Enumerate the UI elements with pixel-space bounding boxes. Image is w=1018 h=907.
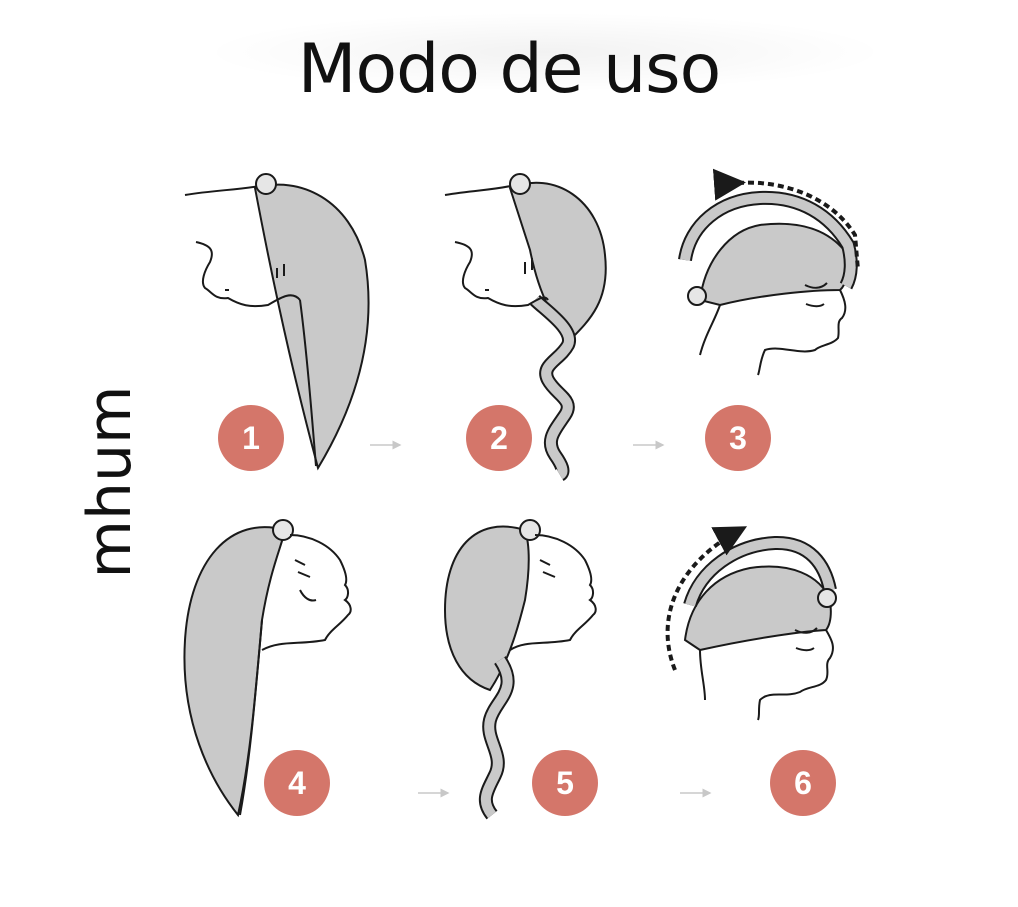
step-2-illustration — [444, 173, 607, 481]
step-4-illustration — [183, 519, 352, 818]
step-3-badge: 3 — [705, 405, 771, 471]
step-6-illustration — [665, 526, 837, 721]
page-title: Modo de uso — [297, 30, 721, 109]
step-3-illustration — [678, 168, 860, 376]
step-6-badge: 6 — [770, 750, 836, 816]
step-1-badge: 1 — [218, 405, 284, 471]
title-backdrop — [200, 12, 890, 92]
step-4-badge: 4 — [264, 750, 330, 816]
step-2-badge: 2 — [466, 405, 532, 471]
step-1-illustration — [184, 173, 370, 471]
step-5-illustration — [443, 519, 597, 820]
step-5-badge: 5 — [532, 750, 598, 816]
